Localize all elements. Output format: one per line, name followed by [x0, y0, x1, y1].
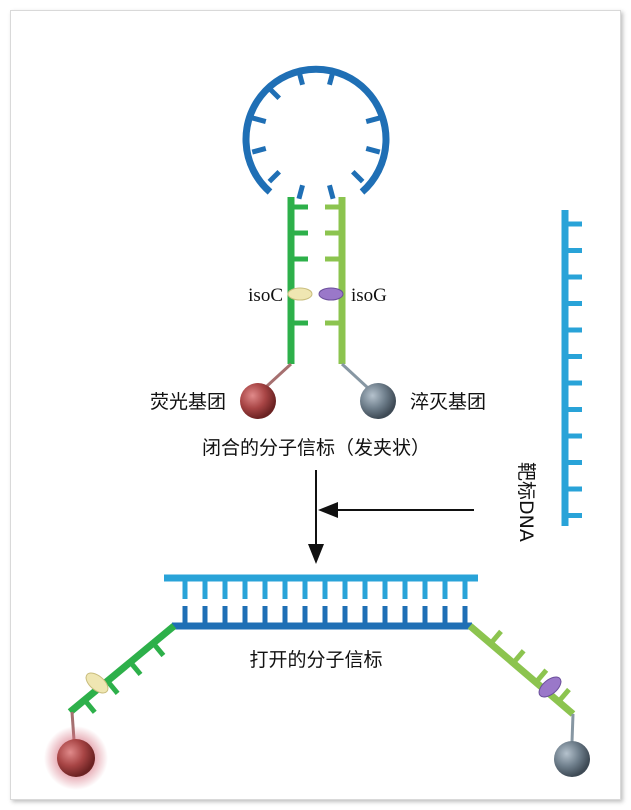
target-dna: 靶标DNA [515, 210, 582, 542]
left-arm-tick [105, 679, 120, 695]
quencher-ball-icon [360, 383, 396, 419]
loop-base-tick [327, 184, 336, 200]
right-arm-tick [534, 668, 549, 684]
loop-base-tick [251, 115, 267, 124]
loop-base-tick [351, 170, 365, 184]
loop-base-tick [267, 170, 281, 184]
open-isoc-base-icon [85, 672, 109, 694]
open-beacon-caption: 打开的分子信标 [249, 649, 382, 671]
left-arm-tick [82, 698, 97, 714]
loop-base-tick [296, 184, 305, 200]
loop-base-tick [365, 115, 381, 124]
quencher-linker [340, 362, 370, 390]
loop-base-tick [365, 146, 381, 155]
beacon-loop [242, 65, 390, 200]
beacon-stem [287, 197, 346, 364]
right-arm-tick [556, 687, 571, 704]
reaction-arrows [308, 470, 474, 564]
isoc-label: isoC [248, 285, 283, 306]
target-dna-label: 靶标DNA [515, 462, 537, 542]
closed-beacon-caption: 闭合的分子信标（发夹状） [202, 437, 430, 459]
right-arm-tick [488, 629, 503, 646]
fluorophore-label: 荧光基团 [150, 391, 226, 413]
open-isog-base-icon [538, 676, 562, 698]
open-quencher-linker [570, 713, 575, 743]
closed-beacon: isoC isoG 荧光基团 淬灭基团 闭合的分子信标（发夹状） [150, 65, 486, 459]
left-arm-tick [151, 641, 166, 658]
loop-base-tick [296, 70, 305, 86]
quencher-label: 淬灭基团 [410, 391, 486, 413]
right-arm-tick [511, 649, 526, 665]
open-fluorophore-ball-icon [57, 739, 95, 777]
loop-base-tick [251, 146, 267, 155]
open-left-arm [67, 623, 177, 715]
isog-label: isoG [351, 285, 387, 306]
isog-base-icon [318, 287, 344, 301]
fluorophore-ball-icon [240, 383, 276, 419]
loop-base-tick [267, 86, 281, 100]
fluorophore-linker [265, 362, 293, 388]
loop-base-tick [327, 70, 336, 86]
left-arm-tick [128, 660, 143, 677]
open-quencher-ball-icon [554, 741, 590, 777]
open-right-arm [467, 623, 576, 717]
open-beacon: 打开的分子信标 [44, 574, 590, 790]
isoc-base-icon [287, 287, 313, 301]
